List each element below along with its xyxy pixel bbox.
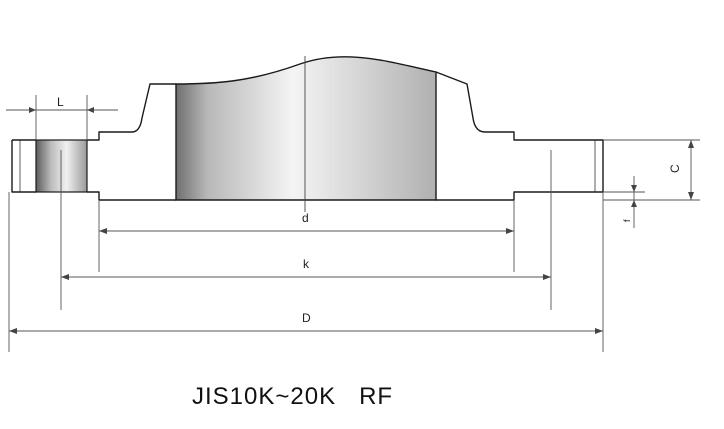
dimension-d: d	[98, 200, 515, 272]
figure-caption: JIS10K~20K RF	[192, 383, 393, 410]
label-D: D	[302, 311, 311, 325]
bore-section	[175, 56, 437, 201]
bolt-hole	[35, 139, 88, 193]
dimension-k: k	[60, 150, 552, 310]
dimension-L: L	[6, 95, 118, 140]
dimension-C: C	[603, 139, 700, 201]
dimension-D: D	[8, 192, 604, 352]
label-C: C	[668, 164, 682, 173]
label-d: d	[302, 211, 309, 225]
flange-outline	[11, 71, 604, 201]
label-f: f	[622, 219, 632, 222]
label-L: L	[57, 95, 64, 109]
label-k: k	[303, 257, 310, 271]
dimension-f: f	[603, 176, 645, 228]
